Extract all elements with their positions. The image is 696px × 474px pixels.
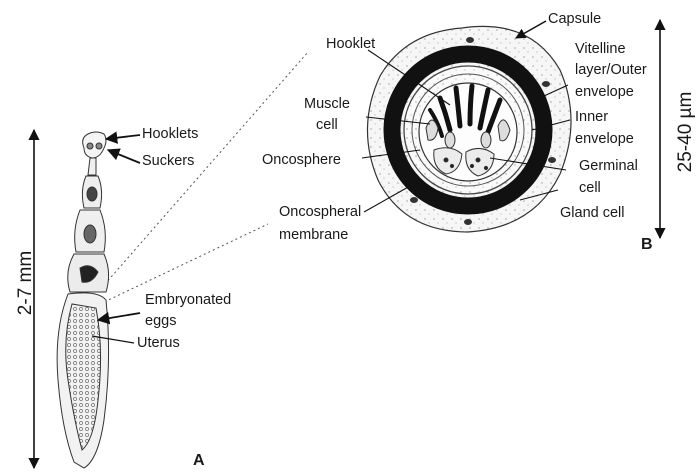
egg-drawing — [367, 26, 571, 232]
uterus-label: Uterus — [137, 335, 180, 352]
vitelline-layer-label-line2: layer/Outer — [575, 62, 647, 79]
suckers-arrow — [108, 150, 140, 163]
tapeworm-drawing — [57, 132, 108, 468]
capsule-label: Capsule — [548, 11, 601, 28]
vitelline-layer-label-line1: Vitelline — [575, 41, 626, 58]
gland-cell-label: Gland cell — [560, 205, 624, 222]
oncospheral-membrane-label-line2: membrane — [279, 227, 348, 244]
vitelline-layer-label-line3: envelope — [575, 84, 634, 101]
capsule-arrow — [516, 21, 546, 38]
oncospheral-membrane-label-line1: Oncospheral — [279, 204, 361, 221]
hooklets-label: Hooklets — [142, 126, 198, 143]
embryonated-eggs-label-line2: eggs — [145, 313, 176, 330]
germinal-cell-label-line1: Germinal — [579, 158, 638, 175]
panel-a-label: A — [193, 452, 205, 470]
muscle-cell-label-line1: Muscle — [304, 96, 350, 113]
scolex — [83, 132, 106, 158]
embryonated-eggs-label-line1: Embryonated — [145, 292, 231, 309]
inner-envelope-label-line1: Inner — [575, 109, 608, 126]
germinal-cell-label-line2: cell — [579, 180, 601, 197]
worm-length-scale-label: 2-7 mm — [15, 243, 37, 323]
hooklets-arrow — [106, 135, 140, 139]
hooklet-label: Hooklet — [326, 36, 375, 53]
zoom-line-upper — [98, 52, 308, 292]
inner-envelope-label-line2: envelope — [575, 131, 634, 148]
muscle-cell-label-line2: cell — [316, 117, 338, 134]
egg-diameter-scale-label: 25-40 µm — [675, 87, 696, 177]
panel-b-label: B — [641, 236, 653, 254]
oncosphere-label: Oncosphere — [262, 152, 341, 169]
suckers-label: Suckers — [142, 153, 194, 170]
